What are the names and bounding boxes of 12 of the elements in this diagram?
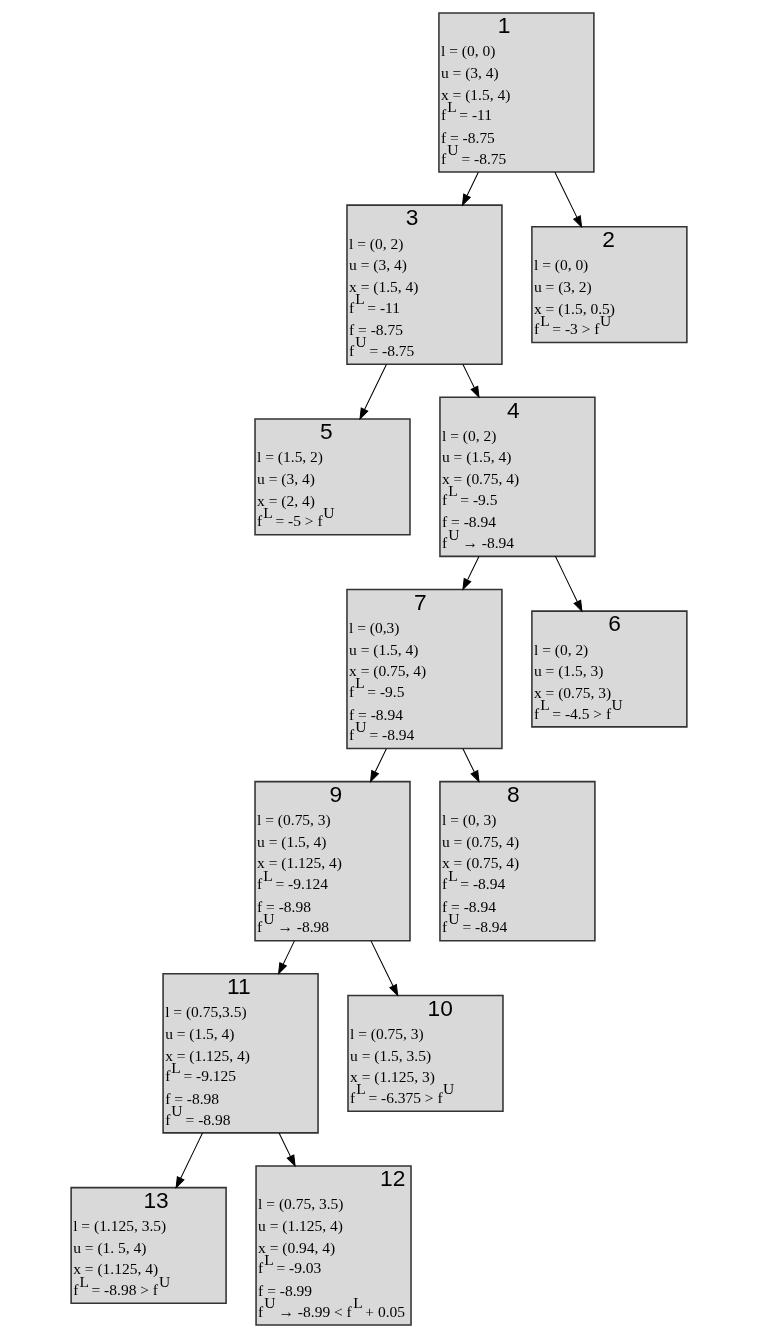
arrow — [370, 940, 398, 997]
arrow — [554, 556, 583, 613]
arrow — [369, 748, 387, 783]
arrow — [278, 1132, 296, 1168]
arrow — [174, 1132, 203, 1189]
arrow — [461, 748, 480, 783]
arrow — [358, 363, 387, 421]
arrow — [553, 171, 582, 229]
arrow — [461, 363, 480, 399]
arrow — [461, 171, 479, 207]
arrow — [277, 940, 295, 976]
arrow — [461, 556, 479, 591]
